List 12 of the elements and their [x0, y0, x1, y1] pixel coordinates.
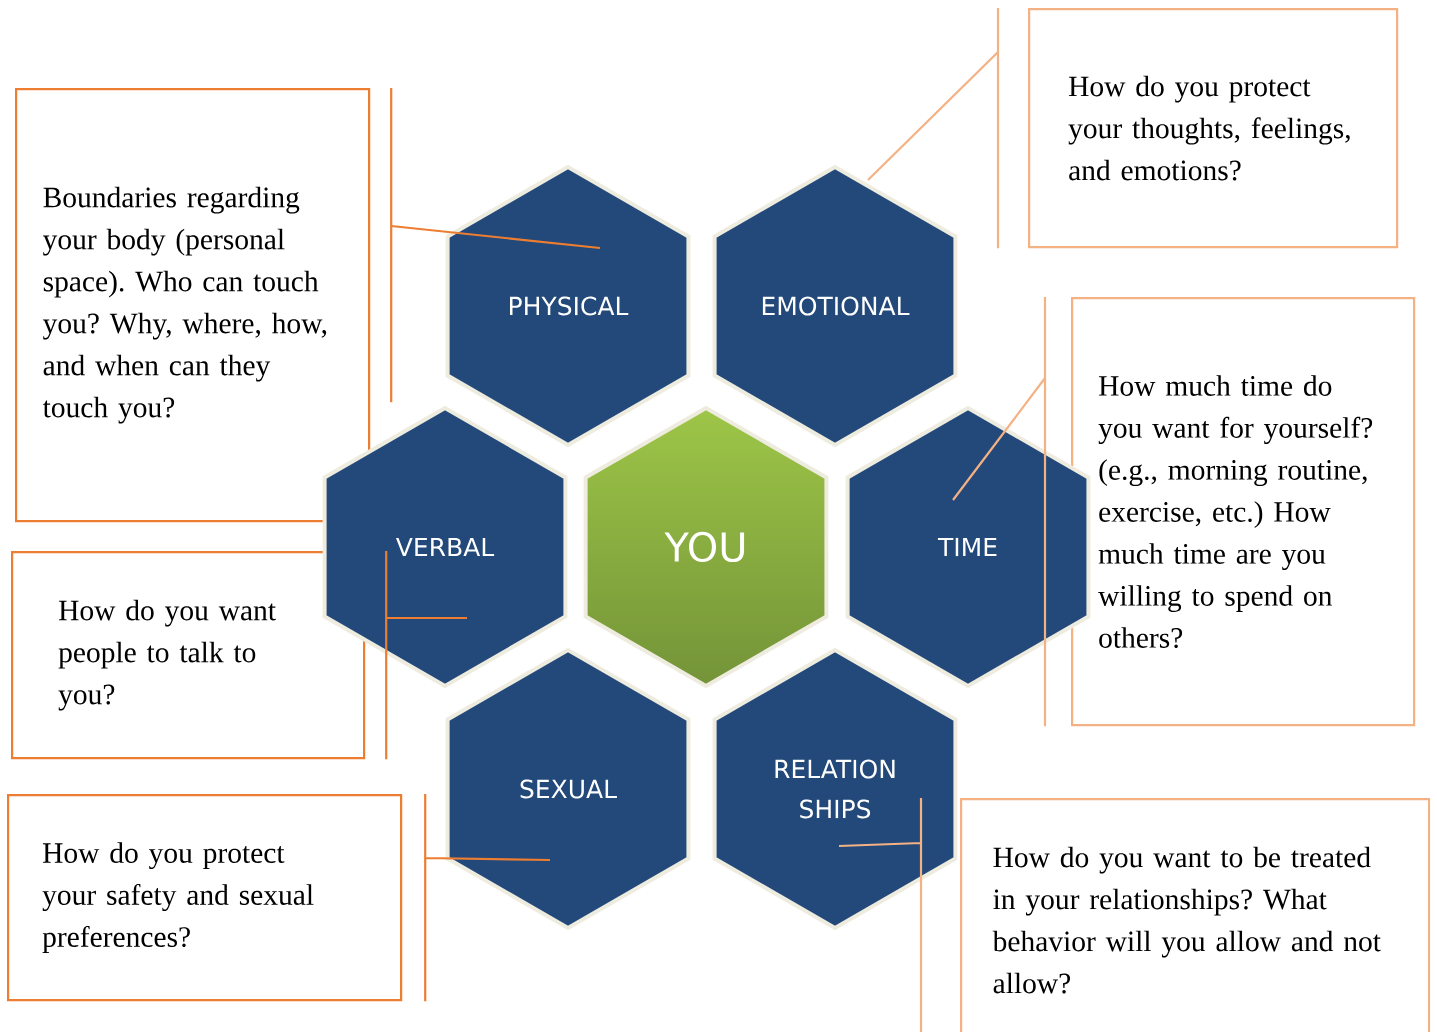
callout-box: How do you protect your safety and sexual preferences?: [7, 794, 403, 1002]
callout-box: How do you want people to talk to you?: [11, 551, 366, 760]
callout-box: How do you want to be treated in your relationships? What behavior will you allow and not allow?: [960, 798, 1431, 1032]
callout-box: How much time do you want for yourself? (e.g., morning routine, exercise, etc.) How much time are you willing to spend on others?: [1071, 297, 1416, 727]
leader-line: [390, 86, 602, 404]
callout-box: How do you protect your thoughts, feelings, and emotions?: [1028, 8, 1399, 249]
callout-box: Boundaries regarding your body (personal space). Who can touch you? Why, where, how, and when can they touch you?: [15, 88, 371, 523]
leader-line: [385, 549, 469, 761]
leader-line: [424, 792, 552, 1003]
leader-line: [951, 295, 1047, 728]
leader-line: [837, 796, 923, 1032]
leader-line: [866, 6, 1000, 250]
